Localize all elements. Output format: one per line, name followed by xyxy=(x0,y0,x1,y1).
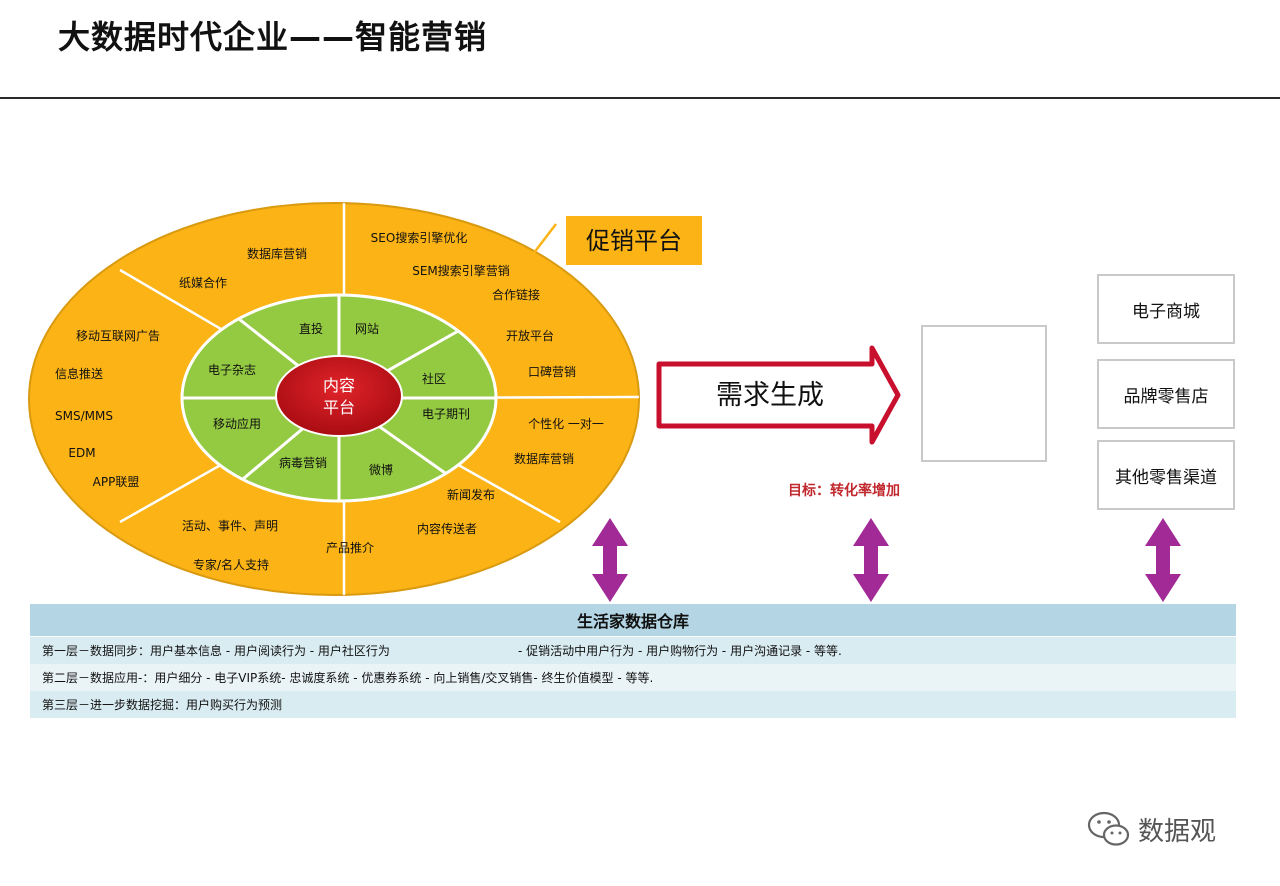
double-arrow-right xyxy=(1145,518,1181,602)
outer-label-hezuo: 合作链接 xyxy=(492,287,540,302)
outer-label-koubei: 口碑营销 xyxy=(528,364,576,379)
inner-label-bingdu: 病毒营销 xyxy=(279,455,327,470)
outer-label-gexinghua: 个性化 一对一 xyxy=(528,417,604,431)
inner-label-weibo: 微博 xyxy=(369,462,393,477)
outer-label-yidong-ad: 移动互联网广告 xyxy=(76,329,160,343)
page-title: 大数据时代企业——智能营销 xyxy=(58,18,488,56)
promo-callout-line xyxy=(526,223,557,263)
channel-box-online-mall: 电子商城 xyxy=(1097,274,1235,344)
warehouse-row-2-text: 第二层－数据应用-：用户细分 - 电子VIP系统- 忠诚度系统 - 优惠券系统 … xyxy=(42,671,654,685)
demand-arrow-label: 需求生成 xyxy=(716,380,824,411)
promo-platform-box xyxy=(566,216,702,265)
inner-label-wangzhan: 网站 xyxy=(355,322,379,336)
empty-box xyxy=(921,325,1047,462)
warehouse-row-1: 第一层－数据同步：用户基本信息 - 用户阅读行为 - 用户社区行为 - 促销活动… xyxy=(30,637,1236,664)
goal-text: 目标：转化率增加 xyxy=(788,482,900,499)
watermark-text: 数据观 xyxy=(1138,816,1217,847)
outer-label-app: APP联盟 xyxy=(93,475,140,489)
demand-arrow xyxy=(656,345,901,445)
center-label-2: 平台 xyxy=(323,398,355,417)
warehouse-row-3-text: 第三层－进一步数据挖掘：用户购买行为预测 xyxy=(42,698,283,712)
inner-label-yidong: 移动应用 xyxy=(213,416,261,431)
outer-label-seo: SEO搜索引擎优化 xyxy=(371,230,468,245)
double-arrow-middle xyxy=(853,518,889,602)
outer-label-xinwen: 新闻发布 xyxy=(447,487,495,502)
outer-label-shujuku-right: 数据库营销 xyxy=(514,451,574,466)
inner-label-shequ: 社区 xyxy=(422,371,446,386)
inner-label-dianzi-zazhi: 电子杂志 xyxy=(208,363,256,377)
promo-platform-label: 促销平台 xyxy=(586,227,682,255)
channel-box-other-retail: 其他零售渠道 xyxy=(1097,440,1235,510)
wechat-icon xyxy=(1087,811,1130,846)
watermark: 数据观 xyxy=(1086,810,1216,848)
outer-label-sem: SEM搜索引擎营销 xyxy=(412,263,510,278)
double-arrow-left xyxy=(592,518,628,602)
content-platform-center xyxy=(275,355,403,437)
outer-label-zhimei: 纸媒合作 xyxy=(179,275,227,290)
outer-label-sms: SMS/MMS xyxy=(55,409,113,423)
warehouse-row-1-a: 第一层－数据同步：用户基本信息 - 用户阅读行为 - 用户社区行为 xyxy=(42,644,390,658)
inner-label-dianzi-qikan: 电子期刊 xyxy=(422,407,470,421)
outer-label-chanpin: 产品推介 xyxy=(326,541,374,555)
warehouse-row-3: 第三层－进一步数据挖掘：用户购买行为预测 xyxy=(30,691,1236,718)
title-divider xyxy=(0,97,1280,99)
warehouse-header: 生活家数据仓库 xyxy=(30,604,1236,636)
outer-label-neirong: 内容传送者 xyxy=(417,521,477,536)
outer-label-zhuanjia: 专家/名人支持 xyxy=(193,557,269,572)
outer-label-xinxi: 信息推送 xyxy=(55,366,103,381)
warehouse-row-1-b: - 促销活动中用户行为 - 用户购物行为 - 用户沟通记录 - 等等. xyxy=(518,644,842,658)
outer-label-kaifang: 开放平台 xyxy=(506,328,554,343)
warehouse-row-2: 第二层－数据应用-：用户细分 - 电子VIP系统- 忠诚度系统 - 优惠券系统 … xyxy=(30,664,1236,691)
outer-label-huodong: 活动、事件、声明 xyxy=(182,519,278,533)
inner-label-zhitou: 直投 xyxy=(299,321,323,336)
channel-box-brand-store: 品牌零售店 xyxy=(1097,359,1235,429)
outer-label-shujuku-top: 数据库营销 xyxy=(247,246,307,261)
center-label-1: 内容 xyxy=(323,376,355,395)
outer-label-edm: EDM xyxy=(68,446,95,460)
